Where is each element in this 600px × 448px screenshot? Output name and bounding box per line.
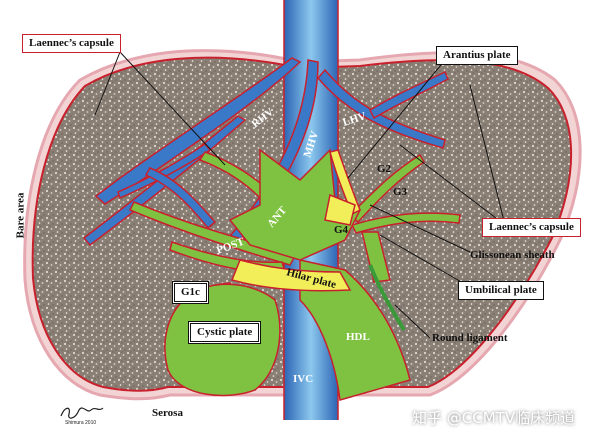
- hdl-label: HDL: [346, 331, 370, 343]
- lhv-vessel: [317, 68, 446, 149]
- ivc-label: IVC: [293, 373, 313, 385]
- leader-lines: [94, 51, 506, 339]
- leader-laennec-right-1: [469, 84, 506, 226]
- rhv-branch-left: [117, 143, 212, 200]
- g1c-label: G1c: [172, 281, 209, 304]
- artist-signature: Shimura 2010: [60, 407, 104, 426]
- bare-area-label: Bare area: [14, 192, 27, 239]
- rhv-vessel: [94, 57, 302, 205]
- hilar-plate: [230, 259, 352, 292]
- g2-branch: [348, 153, 425, 224]
- hdl-trunk: [299, 259, 411, 401]
- arantius-label: Arantius plate: [436, 46, 518, 65]
- laennec-top-label: Laennec’s capsule: [22, 34, 121, 53]
- laennec-right-label: Laennec’s capsule: [482, 218, 581, 237]
- cystic-plate-label: Cystic plate: [188, 321, 262, 344]
- watermark-text: 知乎 @CCMTV临床频道: [412, 409, 576, 427]
- round-ligament-label: Round ligament: [432, 332, 508, 344]
- serosa-label: Serosa: [152, 407, 183, 419]
- signature-text: Shimura 2010: [65, 420, 96, 426]
- g4-label: G4: [334, 224, 349, 236]
- leader-round-lig: [394, 304, 431, 339]
- leader-laennec-top-1: [94, 51, 121, 116]
- leader-glissonean: [369, 204, 471, 253]
- leader-laennec-right-2: [399, 144, 506, 226]
- leader-arantius: [347, 59, 446, 179]
- lhv-branch: [369, 70, 449, 120]
- g-plate-center: [324, 193, 356, 226]
- glisson-center: [228, 148, 362, 261]
- round-ligament: [368, 264, 406, 332]
- glissonean-label: Glissonean sheath: [470, 249, 555, 261]
- sub-branch-1: [144, 167, 217, 230]
- umbilical-label: Umbilical plate: [458, 281, 544, 300]
- glissonean-branches: [128, 148, 461, 401]
- hepatic-veins: [82, 57, 449, 247]
- leader-umbilical: [379, 234, 471, 288]
- g3-branch: [350, 212, 461, 234]
- leader-laennec-top-2: [119, 51, 226, 166]
- g3-label: G3: [393, 186, 408, 198]
- g2-label: G2: [377, 163, 392, 175]
